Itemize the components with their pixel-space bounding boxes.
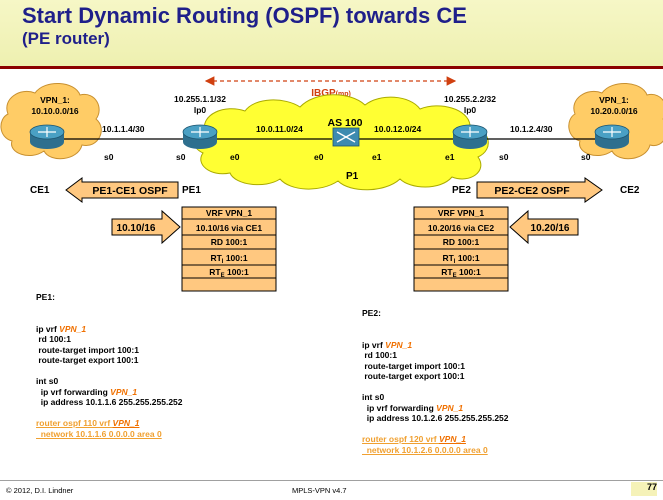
pe2-ospf-name: VPN_1 — [439, 434, 466, 444]
left-site-prefix: 10.10.0.0/16 — [31, 106, 79, 116]
if-pe2-e1: e1 — [445, 152, 455, 162]
pe1-config: PE1: ip vrf VPN_1 rd 100:1 route-target … — [36, 292, 183, 439]
pe2-fwd-cmd: ip vrf forwarding — [362, 402, 437, 413]
pe1-router-icon — [182, 124, 218, 149]
footer-course: MPLS-VPN v4.7 — [292, 486, 347, 495]
pe2-config: PE2: ip vrf VPN_1 rd 100:1 route-target … — [362, 308, 509, 455]
route-arrow-left-label: 10.10/16 — [117, 223, 156, 234]
vrf-pe1-rd: RD 100:1 — [211, 237, 248, 247]
link-label-pe1-p1: 10.0.11.0/24 — [256, 124, 303, 134]
ospf-right-arrow: PE2-CE2 OSPF — [476, 177, 603, 203]
router-name-pe2: PE2 — [452, 185, 471, 196]
pe1-int: int s0 — [36, 376, 59, 386]
router-name-ce1: CE1 — [30, 185, 50, 196]
vrf-pe1-name: VRF VPN_1 — [206, 208, 253, 218]
pe2-loopback-ip: 10.255.2.2/32 — [444, 94, 496, 104]
footer-divider — [0, 480, 663, 481]
pe1-rt-export: route-target export 100:1 — [36, 355, 139, 365]
pe2-ospf-cmd: router ospf 120 vrf — [362, 434, 439, 444]
title-band — [0, 0, 663, 66]
vrf-table-pe1: VRF VPN_1 10.10/16 via CE1 RD 100:1 RTI … — [181, 206, 277, 292]
if-pe1-s0: s0 — [176, 152, 186, 162]
vpn1-left-cloud — [0, 83, 102, 160]
route-arrow-right-label: 10.20/16 — [531, 223, 570, 234]
router-name-p1: P1 — [346, 171, 359, 182]
pe1-fwd-name: VPN_1 — [110, 386, 138, 397]
vrf-pe2-rt-export: RTE 100:1 — [441, 267, 481, 279]
pe2-router-icon — [452, 124, 488, 149]
p1-router-icon — [332, 127, 360, 147]
pe1-vrf-cmd: ip vrf — [36, 323, 60, 334]
ospf-left-label: PE1-CE1 OSPF — [92, 185, 168, 197]
vrf-pe2-rd: RD 100:1 — [443, 237, 480, 247]
pe1-ospf-cmd: router ospf 110 vrf — [36, 418, 113, 428]
pe1-loopback-ip: 10.255.1.1/32 — [174, 94, 226, 104]
vrf-pe2-rt-import: RTI 100:1 — [442, 253, 479, 265]
vrf-pe2-name: VRF VPN_1 — [438, 208, 485, 218]
vrf-pe1-route: 10.10/16 via CE1 — [196, 223, 262, 233]
footer-copyright: © 2012, D.I. Lindner — [6, 486, 74, 495]
if-p1-e0: e0 — [314, 152, 324, 162]
link-label-pe2-ce2: 10.1.2.4/30 — [510, 124, 553, 134]
router-name-ce2: CE2 — [620, 185, 640, 196]
right-site-name: VPN_1: — [599, 95, 629, 105]
if-ce1-s0: s0 — [104, 152, 114, 162]
pe2-config-heading: PE2: — [362, 308, 381, 318]
vrf-table-pe2: VRF VPN_1 10.20/16 via CE2 RD 100:1 RTI … — [413, 206, 509, 292]
pe1-loopback-if: lp0 — [194, 105, 207, 115]
vrf-pe2-route: 10.20/16 via CE2 — [428, 223, 494, 233]
pe2-int: int s0 — [362, 392, 385, 402]
pe1-ospf-name: VPN_1 — [112, 418, 140, 428]
ibgp-label: IBGP(mp) — [311, 88, 351, 99]
pe2-fwd-name: VPN_1 — [436, 402, 464, 413]
right-site-prefix: 10.20.0.0/16 — [590, 106, 638, 116]
vrf-pe1-rt-export: RTE 100:1 — [209, 267, 249, 279]
pe2-ip-address: ip address 10.1.2.6 255.255.255.252 — [362, 413, 509, 423]
route-arrow-left: 10.10/16 — [111, 209, 181, 245]
link-label-ce1-pe1: 10.1.1.4/30 — [102, 124, 145, 134]
pe2-rt-export: route-target export 100:1 — [362, 371, 465, 381]
network-diagram: IBGP(mp) AS 100 VPN_1: 10.10.0.0/16 VPN_… — [0, 76, 663, 292]
pe1-rd: rd 100:1 — [36, 334, 71, 344]
if-pe2-s0: s0 — [499, 152, 509, 162]
router-name-pe1: PE1 — [182, 185, 201, 196]
route-arrow-right: 10.20/16 — [509, 209, 579, 245]
slide-number: 77 — [631, 482, 657, 496]
pe1-ospf-network: network 10.1.1.6 0.0.0.0 area 0 — [36, 428, 162, 439]
pe1-config-heading: PE1: — [36, 292, 55, 302]
ospf-left-arrow: PE1-CE1 OSPF — [65, 177, 179, 203]
vrf-pe1-rt-import: RTI 100:1 — [210, 253, 247, 265]
pe2-ospf-network: network 10.1.2.6 0.0.0.0 area 0 — [362, 444, 488, 455]
slide-subtitle: (PE router) — [22, 29, 110, 48]
if-ce2-s0: s0 — [581, 152, 591, 162]
left-site-name: VPN_1: — [40, 95, 70, 105]
pe2-rd: rd 100:1 — [362, 350, 397, 360]
vpn1-right-cloud — [568, 83, 663, 160]
slide-title: Start Dynamic Routing (OSPF) towards CE — [22, 3, 467, 28]
pe1-vrf-name: VPN_1 — [59, 323, 87, 334]
pe2-vrf-name: VPN_1 — [385, 339, 413, 350]
pe2-loopback-if: lp0 — [464, 105, 477, 115]
ce2-router-icon — [594, 124, 630, 149]
as-label: AS 100 — [327, 117, 362, 129]
ce1-router-icon — [29, 124, 65, 149]
pe1-ip-address: ip address 10.1.1.6 255.255.255.252 — [36, 397, 183, 407]
if-pe1-e0: e0 — [230, 152, 240, 162]
pe2-rt-import: route-target import 100:1 — [362, 360, 465, 371]
title-underline — [0, 66, 663, 69]
link-label-p1-pe2: 10.0.12.0/24 — [374, 124, 422, 134]
ospf-right-label: PE2-CE2 OSPF — [494, 185, 570, 197]
if-p1-e1: e1 — [372, 152, 382, 162]
pe2-vrf-cmd: ip vrf — [362, 339, 386, 350]
pe1-fwd-cmd: ip vrf forwarding — [36, 386, 111, 397]
pe1-rt-import: route-target import 100:1 — [36, 344, 139, 355]
